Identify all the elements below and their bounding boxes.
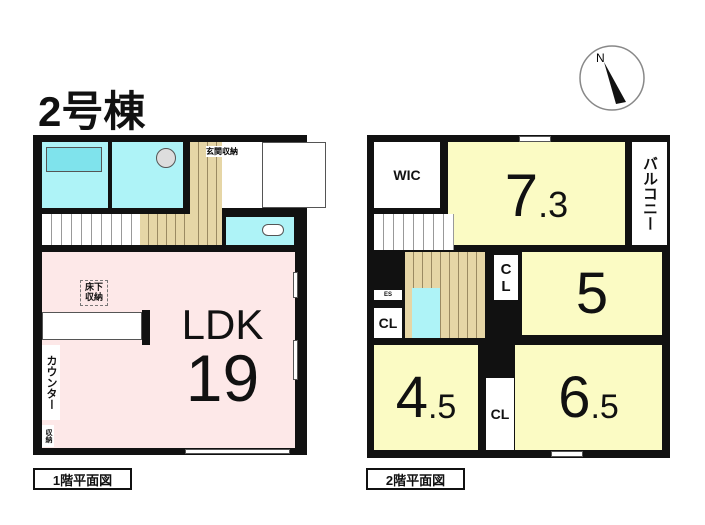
window	[519, 136, 551, 142]
hallway	[190, 142, 222, 245]
toilet-icon	[262, 224, 284, 236]
storage-label: 収納	[42, 425, 54, 447]
window	[293, 340, 298, 380]
bathtub	[46, 147, 102, 172]
balcony-label: バルコニー	[632, 142, 667, 245]
closet-label: CL	[494, 255, 518, 300]
room-size-dec: .5	[427, 388, 457, 426]
entrance-storage-label: 玄関収納	[206, 146, 238, 157]
ldk-label: LDK	[181, 301, 264, 348]
hallway-lower	[140, 214, 190, 245]
bedroom-7-3	[448, 142, 625, 245]
floor2-caption: 2階平面図	[366, 468, 465, 490]
es-label: ES	[374, 290, 402, 300]
room-size-7-3: 7.3	[448, 150, 625, 240]
room-size-int: 7	[504, 161, 539, 229]
counter-label: カウンター	[42, 345, 60, 420]
window	[551, 451, 583, 457]
staircase	[374, 214, 454, 250]
bedroom-6-5: 6.5	[515, 345, 662, 450]
bedroom-5: 5	[522, 252, 662, 335]
sink-icon	[156, 148, 176, 168]
underfloor-storage-label: 床下収納	[80, 280, 108, 306]
compass-north-icon: N	[579, 45, 645, 111]
window	[185, 449, 290, 454]
room-size-int: 4	[395, 365, 428, 430]
floor1-caption: 1階平面図	[33, 468, 132, 490]
staircase	[42, 214, 140, 245]
room-size-dec: .3	[538, 184, 569, 225]
window	[293, 272, 298, 298]
ldk-room	[42, 252, 295, 448]
toilet-room	[412, 288, 440, 338]
wic-label: WIC	[374, 142, 440, 208]
compass-label: N	[596, 51, 605, 65]
building-title: 2号棟	[38, 88, 146, 135]
ldk-size: 19	[185, 340, 260, 415]
room-size-dec: .5	[590, 388, 619, 426]
kitchen-counter	[42, 312, 142, 340]
closet-label: CL	[374, 308, 402, 338]
room-size-int: 6	[558, 365, 591, 430]
closet-label: CL	[486, 378, 514, 450]
bedroom-4-5: 4.5	[374, 345, 478, 450]
porch	[262, 142, 326, 208]
